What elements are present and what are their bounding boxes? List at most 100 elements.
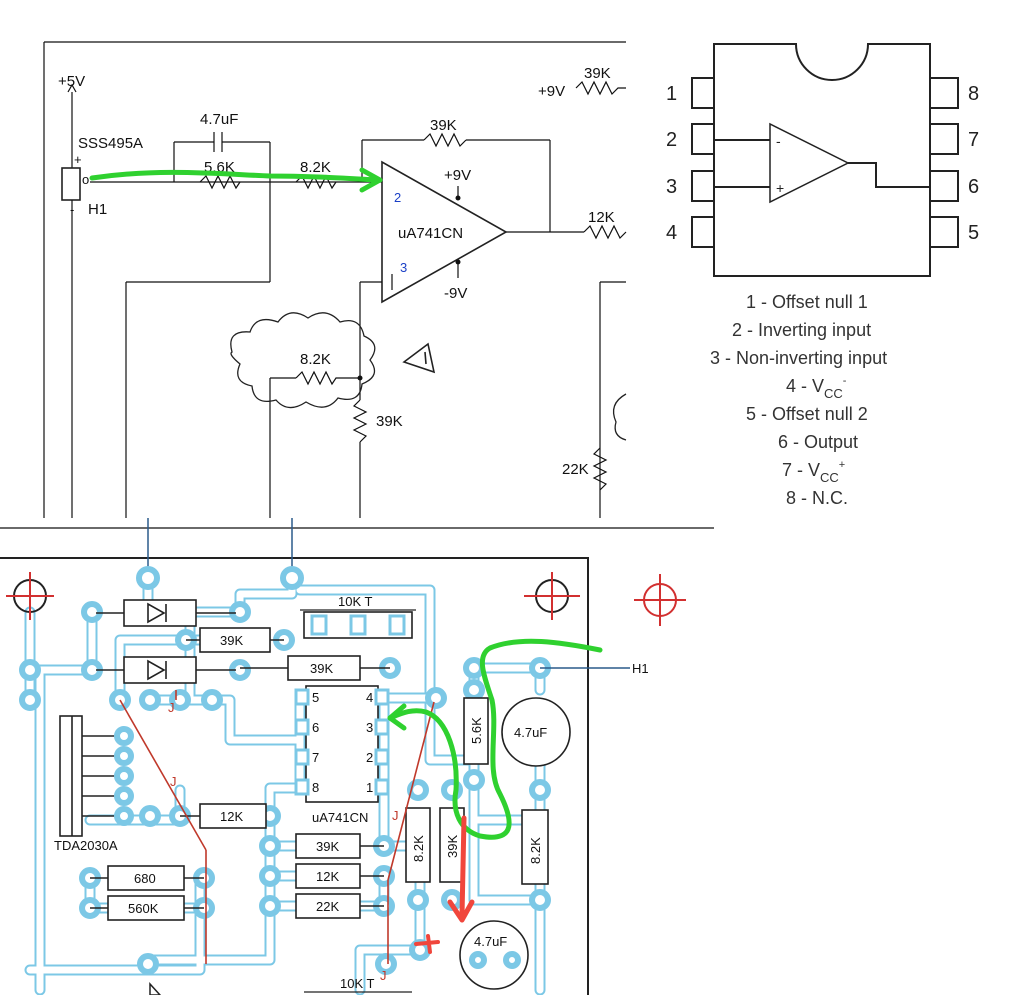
r-82k-v2-label: 8.2K xyxy=(528,837,543,864)
pinout-left-4: 4 xyxy=(666,222,677,244)
ic-pin-8: 8 xyxy=(312,780,319,795)
red-arrow-annotation xyxy=(459,815,467,919)
resistor-680: 680 xyxy=(90,865,204,891)
r-39k-b-label: 39K xyxy=(310,661,333,676)
resistor-12k-left: 12K xyxy=(180,803,267,829)
pin-2-label: 2 xyxy=(394,190,401,205)
resistor-8k2-vertical: 8.2K xyxy=(405,807,431,883)
r-12k-c-label: 12K xyxy=(316,869,339,884)
ic-pinout: 1 2 3 4 8 7 6 5 - + 1 - Offset null 1 2 … xyxy=(666,43,979,508)
tda-name-label: TDA2030A xyxy=(54,838,118,853)
vplus-label: +9V xyxy=(444,167,471,184)
resistor-feedback-symbol xyxy=(423,132,467,148)
legend-5: 5 - Offset null 2 xyxy=(746,404,868,424)
pinout-left-3: 3 xyxy=(666,176,677,198)
diode-1 xyxy=(96,599,236,627)
sensor-ref: H1 xyxy=(88,201,107,218)
ic-pin-2: 2 xyxy=(366,750,373,765)
pinout-right-6: 6 xyxy=(968,176,979,198)
r-22k-c-label: 22K xyxy=(316,899,339,914)
sensor-plus: + xyxy=(74,152,82,167)
legend-1: 1 - Offset null 1 xyxy=(746,292,868,312)
pinout-right-5: 5 xyxy=(968,222,979,244)
warning-icon xyxy=(402,342,436,374)
resistor-39k-c: 39K xyxy=(295,833,384,859)
ic-name-label: uA741CN xyxy=(312,810,368,825)
r-10kt-bottom-label: 10K T xyxy=(340,976,375,991)
r-10kt-top-label: 10K T xyxy=(338,594,373,609)
pcb-tda2030a: TDA2030A xyxy=(54,715,134,853)
resistor-560k: 560K xyxy=(90,895,204,921)
signal-annotation-green xyxy=(89,169,379,183)
r-cloud-label: 8.2K xyxy=(300,351,331,368)
red-tick-annotation xyxy=(414,934,440,954)
h1-label: H1 xyxy=(632,661,649,676)
cap-4u7-bottom: 4.7uF xyxy=(459,920,529,990)
j-mark-2: J xyxy=(170,774,177,789)
red-jumpers: J J J J xyxy=(119,690,435,983)
pinout-left-1: 1 xyxy=(666,83,677,105)
resistor-5k6-vertical: 5.6K xyxy=(463,697,489,765)
resistor-lower-symbol xyxy=(352,399,368,443)
ic-pin-6: 6 xyxy=(312,720,319,735)
r-39k-v-label: 39K xyxy=(445,835,460,858)
resistor-22k-c: 22K xyxy=(295,893,384,919)
pinout-minus: - xyxy=(776,133,781,149)
cap-47-bottom-label: 4.7uF xyxy=(474,934,507,949)
pin-3-label: 3 xyxy=(400,260,407,275)
trimmer-10k-top: 10K T xyxy=(300,594,416,639)
r-top-right-label: 39K xyxy=(584,65,611,82)
ic-pin-3: 3 xyxy=(366,720,373,735)
r-12k-left-label: 12K xyxy=(220,809,243,824)
resistor-39k-a: 39K xyxy=(186,627,284,653)
mounting-holes xyxy=(6,572,686,626)
resistor-39k-right-symbol xyxy=(575,80,626,96)
r-out-label: 12K xyxy=(588,209,615,226)
legend-3: 3 - Non-inverting input xyxy=(710,348,887,368)
r-39k-c-label: 39K xyxy=(316,839,339,854)
r-82k-v-label: 8.2K xyxy=(411,835,426,862)
j-mark-3: J xyxy=(392,808,399,823)
legend-6: 6 - Output xyxy=(778,432,858,452)
schematic: +5V SSS495A + o - H1 4.7uF 5.6K 8.2K 39K xyxy=(0,41,714,529)
sensor-out: o xyxy=(82,172,89,187)
r-lower-label: 39K xyxy=(376,413,403,430)
r-56k-v-label: 5.6K xyxy=(469,717,484,744)
ic-pin-7: 7 xyxy=(312,750,319,765)
diode-2 xyxy=(96,656,236,684)
signal-annotation-green-pcb xyxy=(387,638,603,840)
sensor-name: SSS495A xyxy=(78,135,143,152)
pinout-left-2: 2 xyxy=(666,129,677,151)
r-feedback-label: 39K xyxy=(430,117,457,134)
ic-pin-1: 1 xyxy=(366,780,373,795)
pinout-right-8: 8 xyxy=(968,83,979,105)
trimmer-10k-bottom: 10K T xyxy=(304,976,412,993)
legend-7: 7 - VCC+ xyxy=(782,459,845,485)
resistor-12k-symbol xyxy=(583,224,627,240)
legend-4: 4 - VCC- xyxy=(786,375,847,401)
vminus-label: -9V xyxy=(444,285,467,302)
pcb-ic-741: 5 6 7 8 4 3 2 1 uA741CN xyxy=(294,685,390,825)
r-560k-label: 560K xyxy=(128,901,159,916)
cap-47-right-label: 4.7uF xyxy=(514,725,547,740)
hall-sensor-symbol xyxy=(61,167,81,201)
resistor-12k-c: 12K xyxy=(295,863,384,889)
internal-opamp-symbol xyxy=(769,122,850,204)
opamp-symbol xyxy=(381,160,508,304)
ic-pin-5: 5 xyxy=(312,690,319,705)
r-22k-label: 22K xyxy=(562,461,589,478)
revision-cloud xyxy=(230,312,376,409)
legend-8: 8 - N.C. xyxy=(786,488,848,508)
supply-5v-label: +5V xyxy=(58,73,85,90)
resistor-39k-b: 39K xyxy=(240,655,390,681)
pcb-layout: 10K T 39K 39K xyxy=(0,518,686,996)
pcb-pads xyxy=(19,566,551,975)
pinout-plus: + xyxy=(776,180,784,196)
resistor-cloud-symbol xyxy=(295,370,360,386)
supply-9v-right-label: +9V xyxy=(538,83,565,100)
legend-2: 2 - Inverting input xyxy=(732,320,871,340)
ic-pin-4: 4 xyxy=(366,690,373,705)
cap-top-label: 4.7uF xyxy=(200,111,238,128)
